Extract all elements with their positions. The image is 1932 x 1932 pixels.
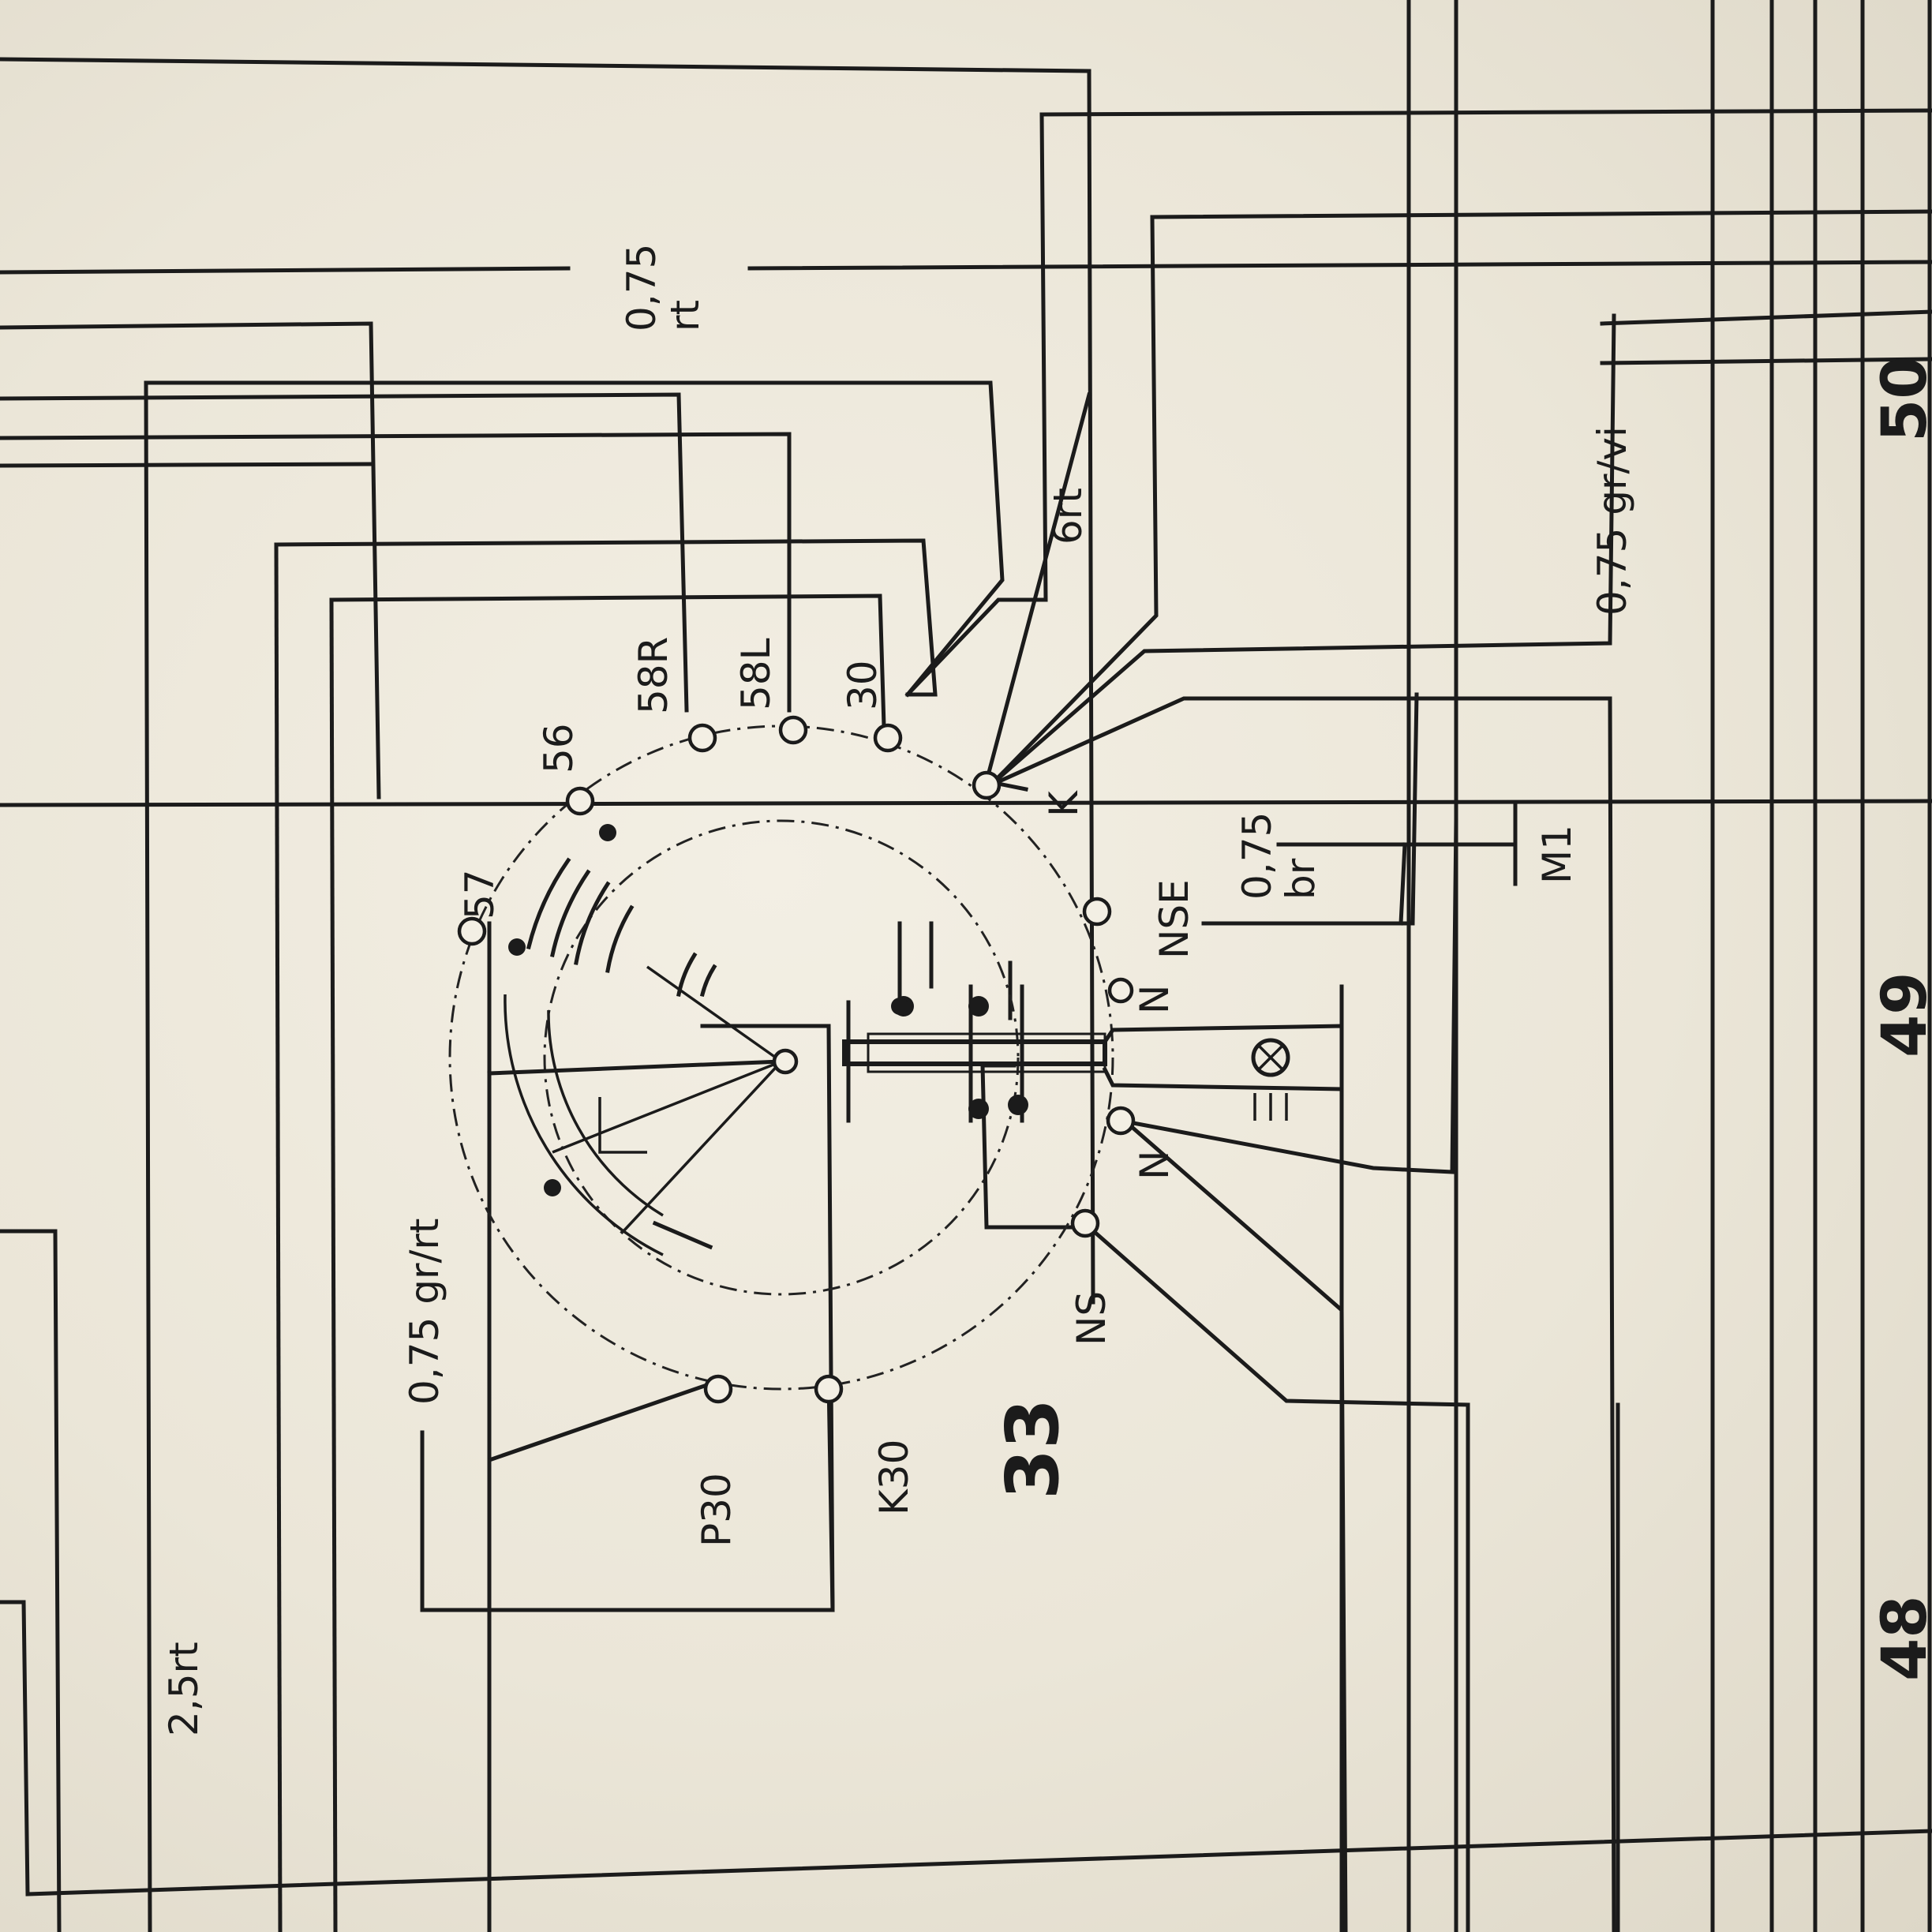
terminal-NS	[1070, 1208, 1100, 1238]
terminal-56	[565, 786, 595, 816]
edge-label-50: 50	[1870, 356, 1932, 442]
terminal-NSE	[1082, 897, 1112, 927]
wire-label-075-rt-line2: rt	[662, 300, 708, 331]
wire-label-6rt: 6rt	[1045, 488, 1091, 545]
terminal-58R	[687, 723, 717, 753]
terminal-N-upper	[1107, 977, 1134, 1004]
edge-label-49: 49	[1870, 972, 1932, 1058]
top-horizontal-lines	[0, 57, 1932, 1305]
terminal-58L	[778, 715, 808, 745]
dial-contact-dots	[508, 824, 908, 1196]
left-border-lines	[0, 799, 1932, 1932]
switch-lever	[487, 965, 799, 1233]
terminals	[457, 715, 1136, 1404]
terminal-K	[972, 770, 1002, 800]
labels: 57 56 58R 58L 30 K NSE N N NS P30 K30 33…	[161, 231, 1932, 1736]
vertical-bus-lines	[1406, 0, 1932, 1932]
component-number: 33	[990, 1398, 1075, 1500]
label-N: N	[1132, 1151, 1178, 1180]
upper-wire-bundle	[144, 112, 1159, 1932]
terminal-N	[1106, 1106, 1136, 1136]
wire-label-075-grvi: 0,75 gr/vi	[1589, 426, 1635, 616]
edge-label-48: 48	[1870, 1595, 1932, 1681]
label-58R: 58R	[631, 637, 676, 714]
wire-label-075-grrt: 0,75 gr/rt	[402, 1218, 447, 1405]
label-K: K	[1041, 790, 1087, 817]
ground-m1	[1276, 803, 1518, 886]
wire-label-075-rt: 0,75 rt	[619, 231, 708, 331]
terminal-30	[873, 723, 903, 753]
label-56: 56	[536, 723, 582, 773]
right-side-wires	[984, 313, 1616, 1932]
wire-label-25rt: 2,5rt	[161, 1642, 207, 1736]
wire-label-075-br: 0,75 br	[1234, 799, 1324, 900]
terminal-P30	[703, 1374, 733, 1404]
label-NS: NS	[1069, 1291, 1114, 1346]
label-K30: K30	[871, 1440, 917, 1515]
ground-label-m1: M1	[1534, 825, 1580, 884]
label-P30: P30	[694, 1473, 739, 1547]
label-N-upper: N	[1132, 985, 1178, 1014]
terminal-K30	[814, 1374, 844, 1404]
label-57: 57	[457, 869, 503, 919]
terminal-57	[457, 916, 487, 946]
label-30: 30	[840, 660, 886, 710]
bottom-wires	[420, 921, 1470, 1932]
wire-label-075-br-line2: br	[1278, 858, 1324, 900]
label-58L: 58L	[733, 638, 779, 710]
sliding-contact-unit	[842, 984, 1344, 1123]
switch-dial	[448, 724, 1114, 1391]
switch-contact-arcs	[504, 857, 717, 1256]
label-NSE: NSE	[1151, 879, 1197, 959]
